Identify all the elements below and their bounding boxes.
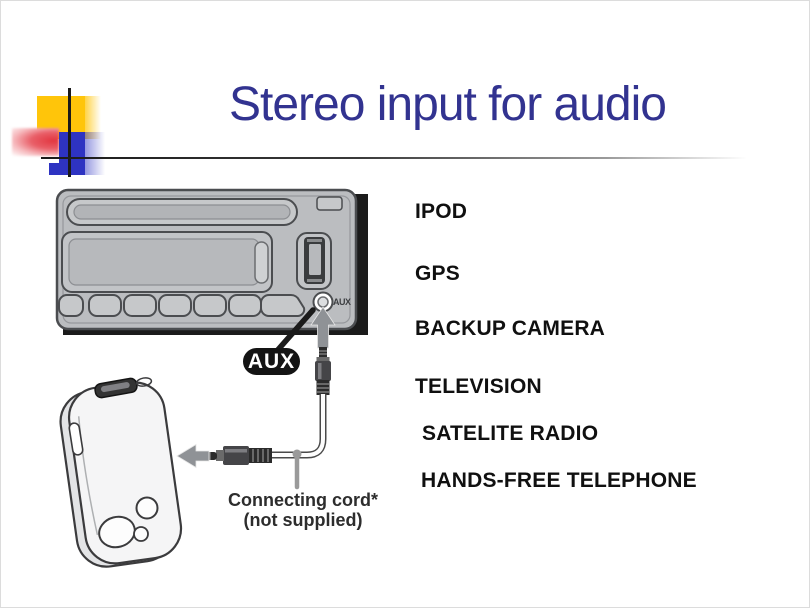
decoration-blue-square-lower [49,163,71,175]
device-list-item-hands-free-telephone: HANDS-FREE TELEPHONE [421,469,697,492]
decoration-yellow-blur [85,96,101,139]
caption-line-1: Connecting cord* [227,490,378,510]
device-list-item-backup-camera: BACKUP CAMERA [415,317,606,340]
left-arrow-icon [176,443,210,469]
device-list-item-television: TELEVISION [415,375,542,398]
page-title: Stereo input for audio [229,78,667,131]
caption-line-2: (not supplied) [243,510,363,530]
connecting-cord-caption: Connecting cord* (not supplied) [213,490,393,530]
caption-pointer [292,449,302,490]
audio-plug-horizontal [201,446,272,465]
aux-callout-pointer [273,307,316,355]
device-list-item-ipod: IPOD [415,200,468,223]
decoration-red-square [12,128,59,156]
decoration-horizontal-rule [41,157,747,159]
aux-callout-label: AUX [243,348,300,375]
aux-port-text: AUX [333,297,351,307]
audio-cable [272,394,327,459]
device-dock-connector [94,377,138,399]
decoration-blue-blur [85,132,105,175]
portable-device [59,377,183,568]
device-list-item-satelite-radio: SATELITE RADIO [422,422,599,445]
audio-plug-vertical [315,347,331,395]
car-stereo-unit [55,188,368,355]
device-list-item-gps: GPS [415,262,460,285]
decoration-vertical-line [68,88,71,177]
